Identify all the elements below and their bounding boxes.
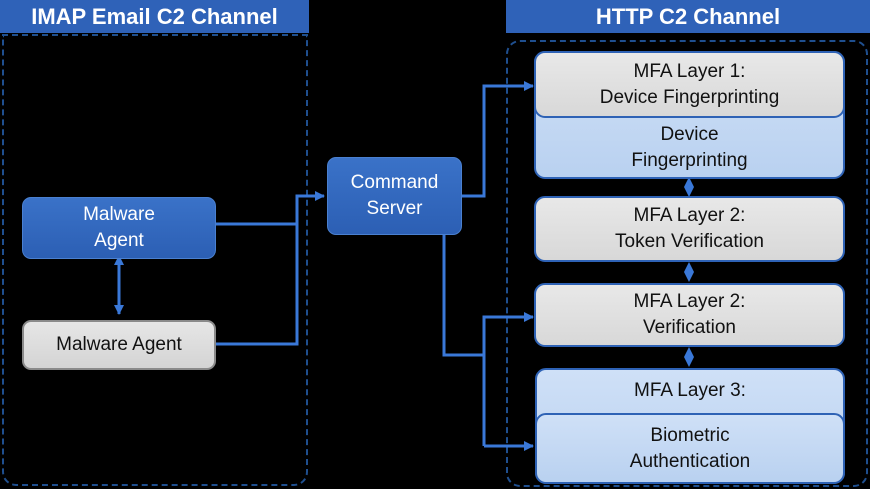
mfa-layer-3-header: MFA Layer 3: — [535, 370, 845, 412]
malware-agent-secondary-label: Malware Agent — [56, 334, 182, 355]
mfa-layer-2-verification-subtitle: Verification — [643, 317, 736, 338]
http-channel-title: HTTP C2 Channel — [506, 0, 870, 33]
connector-agent-to-server — [216, 191, 325, 226]
mfa-layer-3-title: MFA Layer 3: — [634, 380, 746, 401]
diamond-connector-3-4 — [684, 347, 694, 367]
mfa-layer-3-detail-line1: Biometric — [650, 424, 730, 446]
imap-channel-zone — [2, 34, 308, 486]
mfa-layer-1-subtitle: Device Fingerprinting — [599, 86, 780, 108]
mfa-layer-2-verification-node[interactable]: MFA Layer 2: Verification — [534, 283, 845, 347]
mfa-layer-1-title: MFA Layer 1: — [633, 60, 746, 82]
mfa-layer-1-detail: Device Fingerprinting — [534, 118, 845, 178]
connector-server-down — [442, 235, 484, 357]
malware-agent-node-primary[interactable]: Malware Agent — [22, 197, 216, 259]
connector-agent-gray-to-server — [216, 224, 299, 346]
command-server-node[interactable]: Command Server — [327, 157, 462, 235]
mfa-layer-1-detail-line2: Fingerprinting — [631, 150, 748, 171]
command-server-line1: Command — [350, 172, 439, 193]
mfa-layer-3-detail: Biometric Authentication — [535, 413, 845, 484]
imap-channel-title-text: IMAP Email C2 Channel — [31, 3, 278, 29]
connector-to-mfa2-verification — [482, 312, 534, 446]
imap-channel-title: IMAP Email C2 Channel — [0, 0, 309, 33]
mfa-layer-2-token-title: MFA Layer 2: — [633, 205, 746, 226]
diamond-connector-1-2 — [684, 177, 694, 197]
mfa-layer-2-verification-title: MFA Layer 2: — [633, 291, 746, 312]
http-channel-zone — [506, 40, 868, 487]
diamond-connector-2-3 — [684, 262, 694, 282]
malware-agent-primary-line1: Malware — [83, 204, 155, 225]
mfa-layer-2-token-node[interactable]: MFA Layer 2: Token Verification — [534, 196, 845, 262]
mfa-layer-2-token-subtitle: Token Verification — [615, 231, 764, 252]
mfa-layer-1-header: MFA Layer 1: Device Fingerprinting — [534, 51, 845, 118]
connector-server-to-mfa1 — [461, 81, 534, 198]
mfa-layer-1-detail-line1: Device — [660, 124, 719, 145]
command-server-line2: Server — [366, 198, 423, 219]
malware-agent-primary-line2: Agent — [94, 230, 144, 251]
malware-agent-node-secondary[interactable]: Malware Agent — [22, 320, 216, 370]
http-channel-title-text: HTTP C2 Channel — [595, 3, 781, 29]
mfa-layer-3-detail-line2: Authentication — [629, 450, 751, 472]
